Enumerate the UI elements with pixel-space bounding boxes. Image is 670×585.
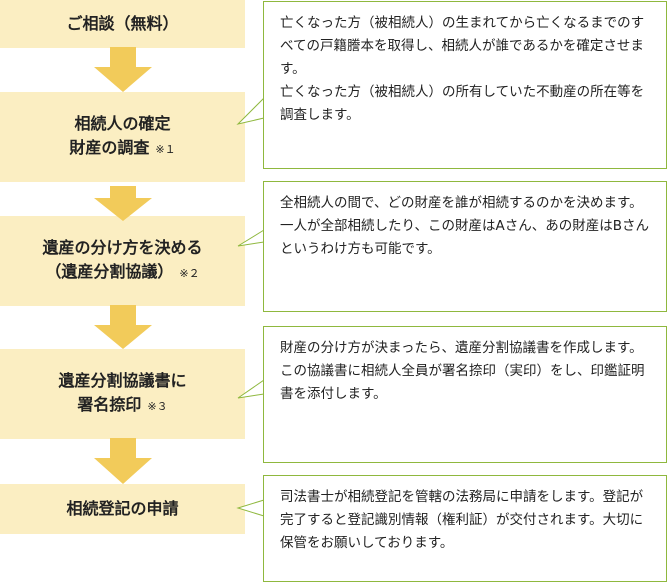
description-paragraph: 亡くなった方（被相続人）の所有していた不動産の所在等を調査します。 bbox=[280, 84, 645, 123]
description-paragraph: 一人が全部相続したり、この財産はAさん、あの財産はBさんというわけ方も可能です。 bbox=[280, 218, 649, 257]
down-arrow-icon bbox=[94, 305, 152, 349]
down-arrow-icon bbox=[94, 186, 152, 221]
step-title-line: 財産の調査 bbox=[69, 138, 150, 157]
step-registration-application: 相続登記の申請 bbox=[0, 484, 245, 534]
step-title-line: 相続登記の申請 bbox=[66, 499, 179, 518]
down-arrow-icon bbox=[94, 438, 152, 484]
description-paragraph: 司法書士が相続登記を管轄の法務局に申請をします。登記が完了すると登記識別情報（権… bbox=[280, 489, 644, 551]
description-paragraph: この協議書に相続人全員が署名捺印（実印）をし、印鑑証明書を添付します。 bbox=[280, 363, 645, 402]
step-title-line: 遺産の分け方を決める bbox=[42, 238, 203, 257]
step-title-line: （遺産分割協議） bbox=[45, 262, 174, 281]
down-arrow-icon bbox=[94, 47, 152, 92]
step-estate-division: 遺産の分け方を決める （遺産分割協議） ※２ bbox=[0, 216, 245, 306]
note-marker: ※２ bbox=[179, 267, 200, 280]
note-marker: ※３ bbox=[147, 400, 168, 413]
description-registration-application: 司法書士が相続登記を管轄の法務局に申請をします。登記が完了すると登記識別情報（権… bbox=[263, 475, 667, 582]
step-title-line: 相続人の確定 bbox=[74, 114, 171, 133]
step-title-line: 署名捺印 bbox=[77, 395, 142, 414]
description-paragraph: 財産の分け方が決まったら、遺産分割協議書を作成します。 bbox=[280, 340, 643, 356]
note-marker: ※１ bbox=[155, 143, 176, 156]
step-heir-determination: 相続人の確定 財産の調査 ※１ bbox=[0, 92, 245, 182]
description-estate-division: 全相続人の間で、どの財産を誰が相続するのかを決めます。 一人が全部相続したり、こ… bbox=[263, 181, 667, 312]
description-agreement-signing: 財産の分け方が決まったら、遺産分割協議書を作成します。 この協議書に相続人全員が… bbox=[263, 326, 667, 463]
description-paragraph: 亡くなった方（被相続人）の生まれてから亡くなるまでのすべての戸籍謄本を取得し、相… bbox=[280, 15, 645, 77]
step-title-line: ご相談（無料） bbox=[66, 14, 179, 33]
description-paragraph: 全相続人の間で、どの財産を誰が相続するのかを決めます。 bbox=[280, 195, 643, 211]
step-consultation: ご相談（無料） bbox=[0, 0, 245, 48]
step-title-line: 遺産分割協議書に bbox=[58, 371, 187, 390]
description-heir-determination: 亡くなった方（被相続人）の生まれてから亡くなるまでのすべての戸籍謄本を取得し、相… bbox=[263, 1, 667, 169]
step-agreement-signing: 遺産分割協議書に 署名捺印 ※３ bbox=[0, 349, 245, 439]
